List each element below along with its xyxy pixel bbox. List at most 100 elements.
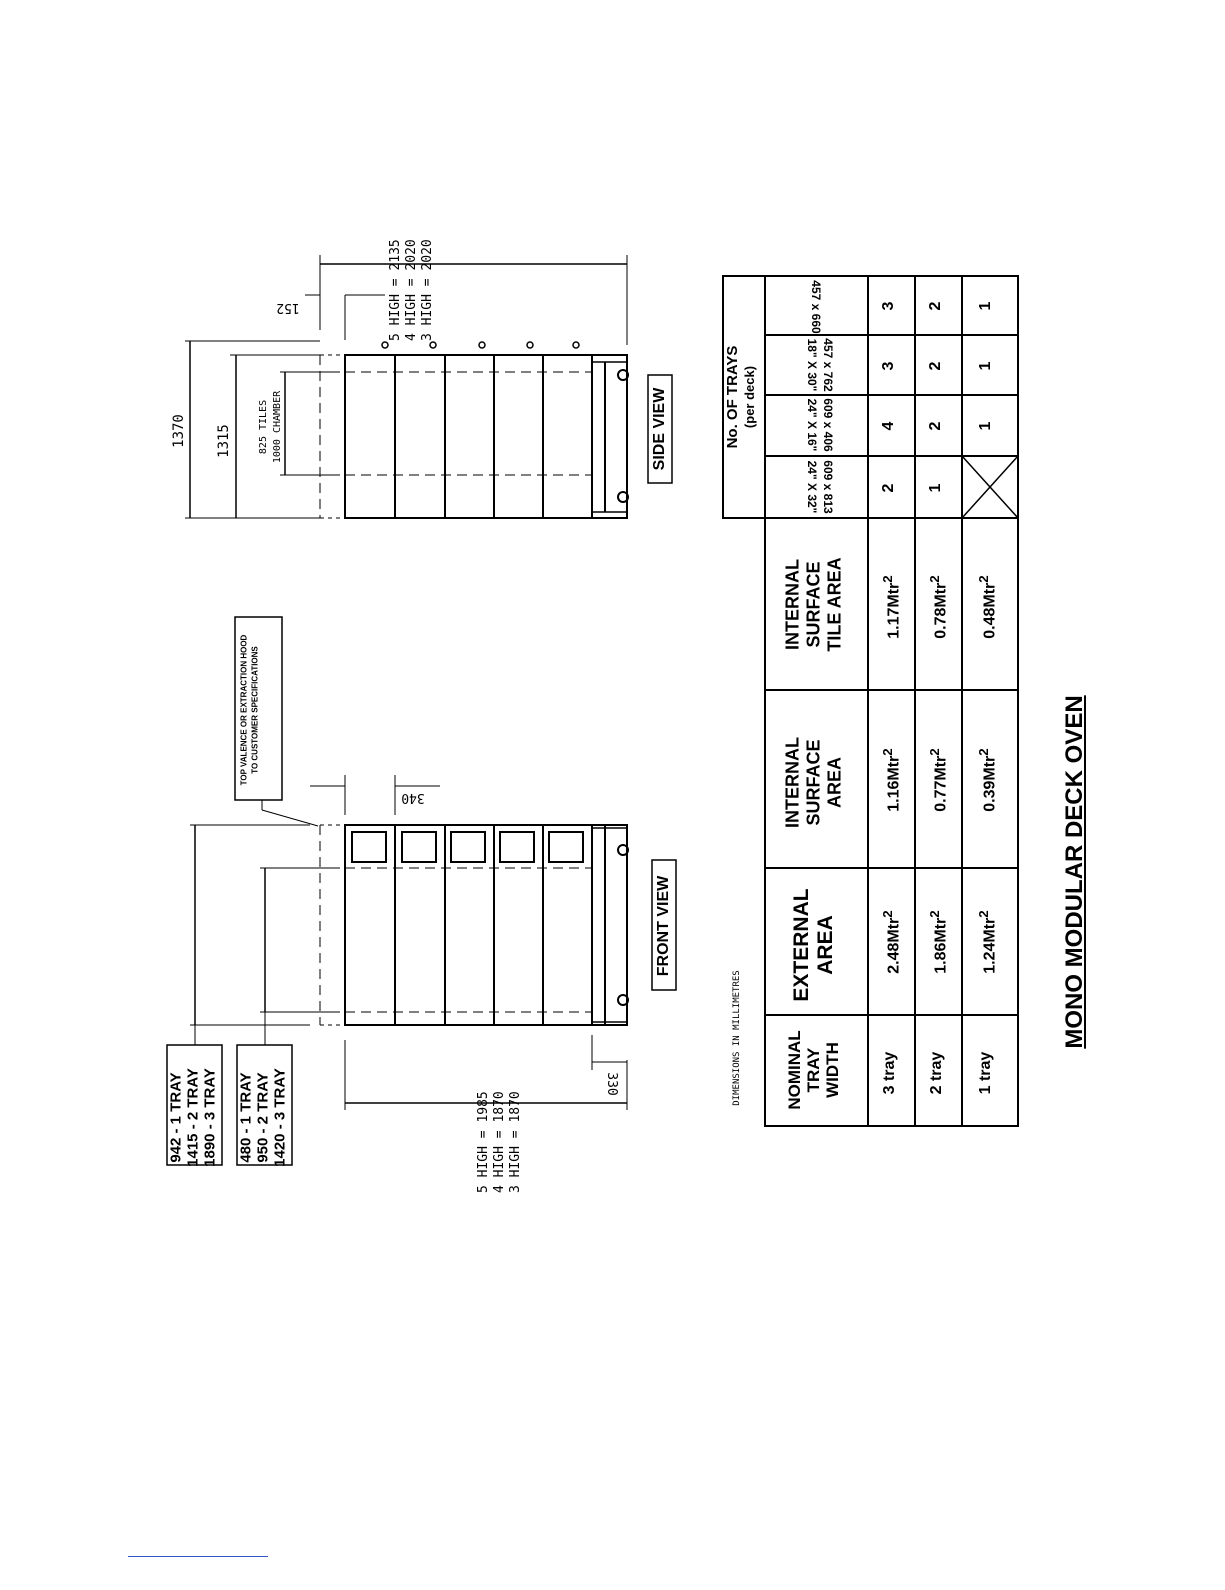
knob-icon	[526, 341, 534, 349]
row-3tray-tray-2: 4	[880, 421, 897, 431]
page-title: MONO MODULAR DECK OVEN	[1061, 695, 1088, 1049]
side-heights: 5 HIGH = 2135 4 HIGH = 2020 3 HIGH = 202…	[388, 191, 448, 341]
row-2tray-external: 1.86Mtr2	[927, 892, 951, 992]
row-3tray-tray-3: 3	[880, 361, 897, 371]
header-line: EXTERNAL	[790, 888, 813, 1002]
dim-330: 330	[604, 1072, 619, 1096]
row-2tray-width: 2 tray	[928, 1051, 945, 1095]
row-1tray-tile: 0.48Mtr2	[976, 557, 1000, 657]
header-tile: INTERNAL SURFACE TILE AREA	[783, 535, 848, 675]
trays-header-line: (per deck)	[742, 365, 757, 429]
door-window	[351, 831, 387, 863]
tiles-note: 825 TILES 1000 CHAMBER	[257, 377, 287, 477]
door-window	[548, 831, 584, 863]
door-window	[450, 831, 486, 863]
side-height-line: 4 HIGH = 2020	[404, 239, 419, 341]
row-1tray-tray-2: 1	[977, 421, 994, 431]
row-1tray-external: 1.24Mtr2	[976, 892, 1000, 992]
tray-size-1: 609 x 813 24" X 32"	[796, 457, 836, 517]
sup: 2	[976, 748, 991, 756]
row-2tray-tray-1: 1	[927, 483, 944, 493]
wheel-icon	[617, 844, 629, 856]
row-3tray-width: 3 tray	[881, 1051, 898, 1095]
trays-header: No. OF TRAYS (per deck)	[724, 276, 764, 518]
width-box-1-line: 1415 - 2 TRAY	[184, 1068, 202, 1167]
side-oven-body	[344, 354, 628, 519]
cell-value: 1.16Mtr	[885, 755, 903, 812]
dim-1315: 1315	[216, 424, 232, 458]
dim-340: 340	[401, 790, 425, 805]
tray-size-4: 457 x 660	[796, 277, 836, 337]
row-3tray-tray-4: 3	[880, 301, 897, 311]
width-box-2-line: 950 - 2 TRAY	[254, 1072, 272, 1163]
front-heights: 5 HIGH = 1985 4 HIGH = 1870 3 HIGH = 187…	[476, 953, 536, 1193]
header-line: TRAY	[804, 1047, 823, 1093]
row-3tray-tile: 1.17Mtr2	[880, 557, 904, 657]
door-window	[401, 831, 437, 863]
width-box-1-line: 942 - 1 TRAY	[167, 1072, 185, 1163]
header-line: SURFACE	[803, 739, 824, 826]
row-1tray-internal: 0.39Mtr2	[976, 730, 1000, 830]
front-view	[166, 616, 677, 1166]
hood-note: TOP VALENCE OR EXTRACTION HOOD TO CUSTOM…	[239, 619, 279, 802]
cell-value: 1.24Mtr	[981, 917, 999, 974]
spec-table	[722, 275, 1019, 1127]
header-line: INTERNAL	[782, 559, 803, 650]
front-height-line: 5 HIGH = 1985	[476, 1091, 491, 1193]
door-window	[499, 831, 535, 863]
sup: 2	[927, 575, 942, 583]
cell-value: 0.77Mtr	[932, 755, 950, 812]
sup: 2	[880, 748, 895, 756]
header-line: INTERNAL	[782, 737, 803, 828]
row-3tray-internal: 1.16Mtr2	[880, 730, 904, 830]
sup: 2	[880, 910, 895, 918]
knob-icon	[429, 341, 437, 349]
side-view-label-box	[647, 374, 673, 484]
width-box-1	[166, 1044, 223, 1166]
row-3tray-external: 2.48Mtr2	[880, 892, 904, 992]
side-view-label: SIDE VIEW	[651, 387, 668, 471]
tray-size-line: 609 x 813	[821, 460, 835, 514]
tray-size-line: 457 x 660	[809, 280, 823, 334]
tray-size-line: 24" X 32"	[805, 460, 819, 514]
tray-size-line: 457 x 762	[821, 338, 835, 392]
tray-size-2: 609 x 406 24" X 16"	[796, 395, 836, 455]
dim-152: 152	[276, 300, 300, 315]
front-view-label: FRONT VIEW	[655, 875, 672, 977]
row-3tray-tray-1: 2	[880, 483, 897, 493]
header-line: AREA	[814, 915, 837, 975]
row-1tray-tray-4: 1	[977, 301, 994, 311]
row-2tray-tray-4: 2	[927, 301, 944, 311]
tray-size-3: 457 x 762 18" X 30"	[796, 335, 836, 395]
dim-1370: 1370	[171, 414, 187, 448]
knob-icon	[572, 341, 580, 349]
header-line: SURFACE	[803, 561, 824, 648]
header-line: WIDTH	[823, 1042, 842, 1098]
tray-size-line: 609 x 406	[821, 398, 835, 452]
tiles-line: 1000 CHAMBER	[272, 390, 283, 464]
header-external: EXTERNAL AREA	[790, 875, 840, 1015]
wheel-icon	[617, 491, 629, 503]
header-internal: INTERNAL SURFACE AREA	[783, 718, 848, 848]
sup: 2	[927, 748, 942, 756]
sup: 2	[927, 910, 942, 918]
tiles-line: 825 TILES	[258, 399, 269, 455]
row-1tray-width: 1 tray	[977, 1051, 994, 1095]
hood-note-box	[234, 616, 283, 801]
cell-value: 0.48Mtr	[981, 582, 999, 639]
row-2tray-tile: 0.78Mtr2	[927, 557, 951, 657]
front-oven-body	[344, 824, 628, 1026]
front-view-label-box	[651, 859, 677, 991]
side-view	[185, 255, 673, 519]
trays-header-line: No. OF TRAYS	[724, 345, 741, 449]
cell-value: 2.48Mtr	[885, 917, 903, 974]
row-2tray-internal: 0.77Mtr2	[927, 730, 951, 830]
sup: 2	[880, 575, 895, 583]
front-height-line: 3 HIGH = 1870	[508, 1091, 523, 1193]
sup: 2	[976, 910, 991, 918]
width-box-1-text: 942 - 1 TRAY 1415 - 2 TRAY 1890 - 3 TRAY	[168, 1028, 223, 1208]
width-box-2-text: 480 - 1 TRAY 950 - 2 TRAY 1420 - 3 TRAY	[238, 1028, 293, 1208]
tray-size-line: 18" X 30"	[805, 338, 819, 392]
